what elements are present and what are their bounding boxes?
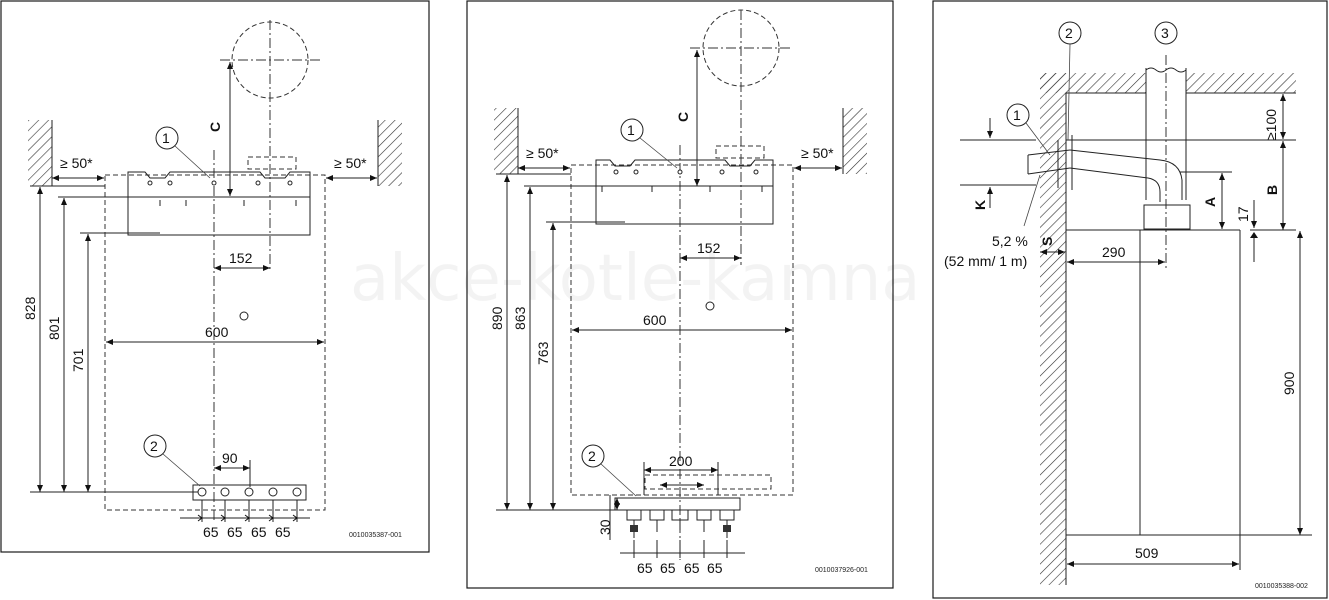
callout-2-label: 2	[1065, 25, 1073, 41]
drawing-code: 0010035388-002	[1255, 583, 1308, 590]
dim-a: A	[1202, 197, 1218, 207]
drawing-code: 0010037926-001	[815, 567, 868, 574]
dim-65-d: 65	[707, 560, 723, 576]
flue-connector	[715, 145, 765, 159]
dim-701: 701	[70, 348, 86, 372]
dim-65-b: 65	[227, 524, 243, 540]
dim-200: 200	[669, 453, 693, 469]
valve-fittings	[626, 509, 735, 538]
flue-connector	[247, 156, 297, 170]
dim-65-a: 65	[203, 524, 219, 540]
dim-65-a: 65	[637, 560, 653, 576]
dim-890: 890	[489, 306, 505, 330]
drawing-code: 0010035387-001	[349, 532, 402, 539]
ceiling-hatch-right	[1186, 73, 1296, 93]
mounting-bracket	[127, 171, 311, 236]
dim-c-label: C	[675, 112, 691, 122]
dim-b: B	[1264, 185, 1280, 195]
dim-801: 801	[46, 316, 62, 340]
dim-763: 763	[535, 341, 551, 365]
panel-2-frame	[466, 0, 894, 589]
dim-90: 90	[222, 450, 238, 466]
dim-c-label: C	[207, 122, 223, 132]
dim-152: 152	[697, 240, 721, 256]
callout-1	[620, 118, 644, 142]
watermark: akce-kotle-kamna	[350, 242, 921, 316]
callout-2	[143, 434, 167, 458]
callout-2-label: 2	[588, 448, 596, 464]
dim-152: 152	[229, 250, 253, 266]
dim-863: 863	[512, 306, 528, 330]
flue-adapter	[1143, 204, 1191, 230]
panel-1-frame	[0, 0, 430, 553]
callout-1-label: 1	[1013, 107, 1021, 123]
wall-left-hatch	[494, 108, 518, 174]
callout-1	[155, 126, 179, 150]
callout-1-label: 1	[162, 130, 170, 146]
dim-65-c: 65	[684, 560, 700, 576]
dim-600: 600	[205, 324, 229, 340]
dim-290: 290	[1102, 244, 1126, 260]
wall-right-hatch	[378, 120, 402, 186]
panel-2-front-view: C ≥ 50* ≥ 50* 890 863 763 152 600 200	[466, 0, 894, 589]
dim-900: 900	[1281, 371, 1297, 395]
clearance-left: ≥ 50*	[60, 155, 93, 171]
dim-600: 600	[643, 312, 667, 328]
slope-percent: 5,2 %	[992, 233, 1028, 249]
clearance-right: ≥ 50*	[334, 155, 367, 171]
wall-hatch	[1040, 73, 1066, 585]
panel-3-frame	[932, 0, 1328, 599]
callout-1-label: 1	[627, 122, 635, 138]
flue-pipe-top	[1069, 149, 1183, 200]
ceiling-hatch-left	[1040, 73, 1146, 93]
callout-3	[1154, 21, 1178, 45]
dim-100: ≥100	[1263, 109, 1279, 140]
wall-left-hatch	[28, 120, 52, 186]
dim-509: 509	[1135, 545, 1159, 561]
panel-3-side-view: ≥100 B A 17 900 509 290 S K 5,2 %	[932, 0, 1328, 599]
connection-cover	[644, 474, 772, 490]
panel-1-front-view: C ≥ 50* ≥ 50* 828 801 701 152 600 90	[0, 0, 430, 553]
dim-17: 17	[1235, 206, 1251, 222]
connection-rail	[614, 497, 741, 511]
appliance-outline	[570, 164, 794, 496]
clearance-right: ≥ 50*	[801, 145, 834, 161]
flue-pipe-bottom	[1069, 167, 1161, 202]
callout-2	[581, 444, 605, 468]
slope-mm: (52 mm/ 1 m)	[944, 253, 1027, 269]
dim-828: 828	[22, 296, 38, 320]
dim-30: 30	[597, 519, 613, 535]
clearance-left: ≥ 50*	[526, 145, 559, 161]
callout-3-label: 3	[1161, 25, 1169, 41]
dim-k: K	[972, 200, 988, 210]
dim-s: S	[1039, 237, 1055, 246]
callout-2-label: 2	[150, 438, 158, 454]
dim-65-b: 65	[660, 560, 676, 576]
mounting-bracket	[595, 159, 774, 225]
dim-65-c: 65	[251, 524, 267, 540]
appliance-outline	[104, 174, 326, 511]
dim-65-d: 65	[275, 524, 291, 540]
callout-1	[1006, 103, 1030, 127]
wall-right-hatch	[843, 108, 867, 174]
